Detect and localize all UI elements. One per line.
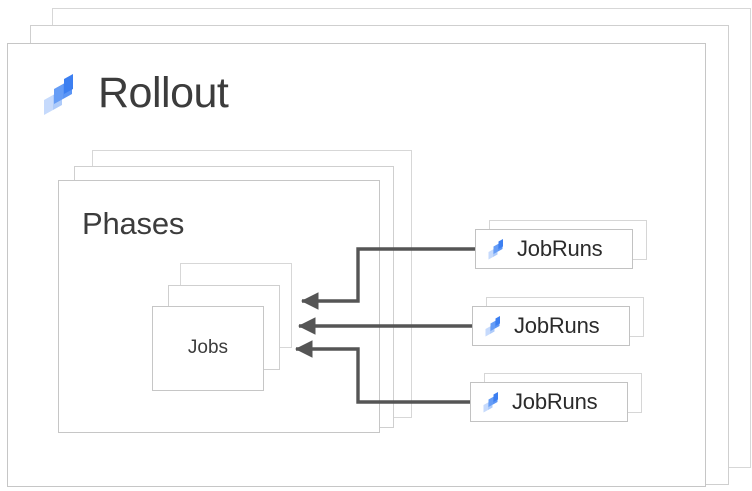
jobruns-card-front-1[interactable]: JobRuns [475, 229, 633, 269]
connector-jobruns-3 [294, 340, 470, 404]
jobruns-label-2: JobRuns [514, 313, 600, 338]
connector-jobruns-1 [300, 247, 475, 310]
jobs-title: Jobs [187, 337, 229, 358]
phases-title: Phases [82, 206, 185, 241]
page-title: Rollout [98, 69, 229, 117]
jobs-card-front [152, 306, 264, 391]
jobrun-logo-icon [483, 315, 505, 337]
jobruns-label-3: JobRuns [512, 389, 598, 414]
jobruns-label-1: JobRuns [517, 236, 603, 261]
jobruns-card-front-3[interactable]: JobRuns [470, 382, 628, 422]
rollout-logo-icon [39, 72, 83, 116]
jobrun-logo-icon [481, 391, 503, 413]
jobrun-logo-icon [486, 238, 508, 260]
jobruns-card-front-2[interactable]: JobRuns [472, 306, 630, 346]
